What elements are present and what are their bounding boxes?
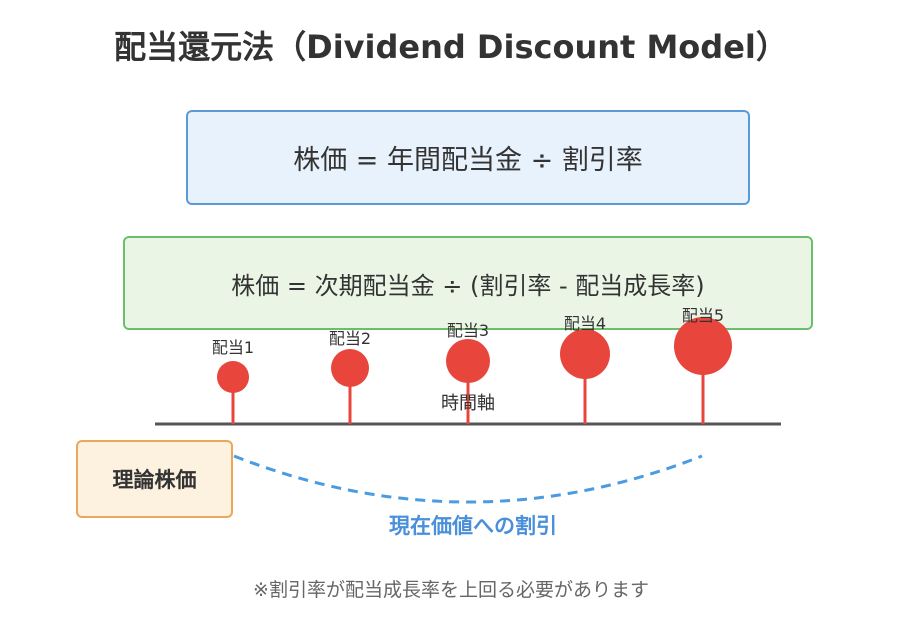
- theoretical-price-box: 理論株価: [76, 440, 233, 518]
- dividend-label-3: 配当3: [447, 321, 489, 340]
- dividend-label-2: 配当2: [329, 329, 371, 348]
- dividend-label-4: 配当4: [564, 314, 606, 333]
- dividend-label-5: 配当5: [682, 306, 724, 325]
- dividend-marker-3: [446, 339, 490, 383]
- dividend-marker-4: [560, 329, 610, 379]
- page-title: 配当還元法（Dividend Discount Model）: [114, 28, 788, 66]
- dividend-labels: 配当1 配当2 配当3 配当4 配当5: [212, 306, 724, 357]
- dividend-marker-1: [217, 361, 249, 393]
- dividend-label-1: 配当1: [212, 338, 254, 357]
- footnote: ※割引率が配当成長率を上回る必要があります: [253, 579, 649, 601]
- present-value-label: 現在価値への割引: [389, 514, 557, 538]
- growth-formula-box: 株価 = 次期配当金 ÷ (割引率 - 配当成長率): [123, 236, 813, 330]
- theoretical-price-label: 理論株価: [112, 468, 197, 492]
- time-axis-label: 時間軸: [441, 393, 495, 414]
- dividend-marker-2: [331, 349, 369, 387]
- dividend-marker-5: [674, 317, 732, 375]
- basic-formula-box: 株価 = 年間配当金 ÷ 割引率: [186, 110, 750, 205]
- discount-curve: [233, 454, 703, 504]
- growth-formula-text: 株価 = 次期配当金 ÷ (割引率 - 配当成長率): [231, 271, 705, 300]
- dividend-circles: [217, 317, 732, 393]
- basic-formula-text: 株価 = 年間配当金 ÷ 割引率: [293, 145, 643, 176]
